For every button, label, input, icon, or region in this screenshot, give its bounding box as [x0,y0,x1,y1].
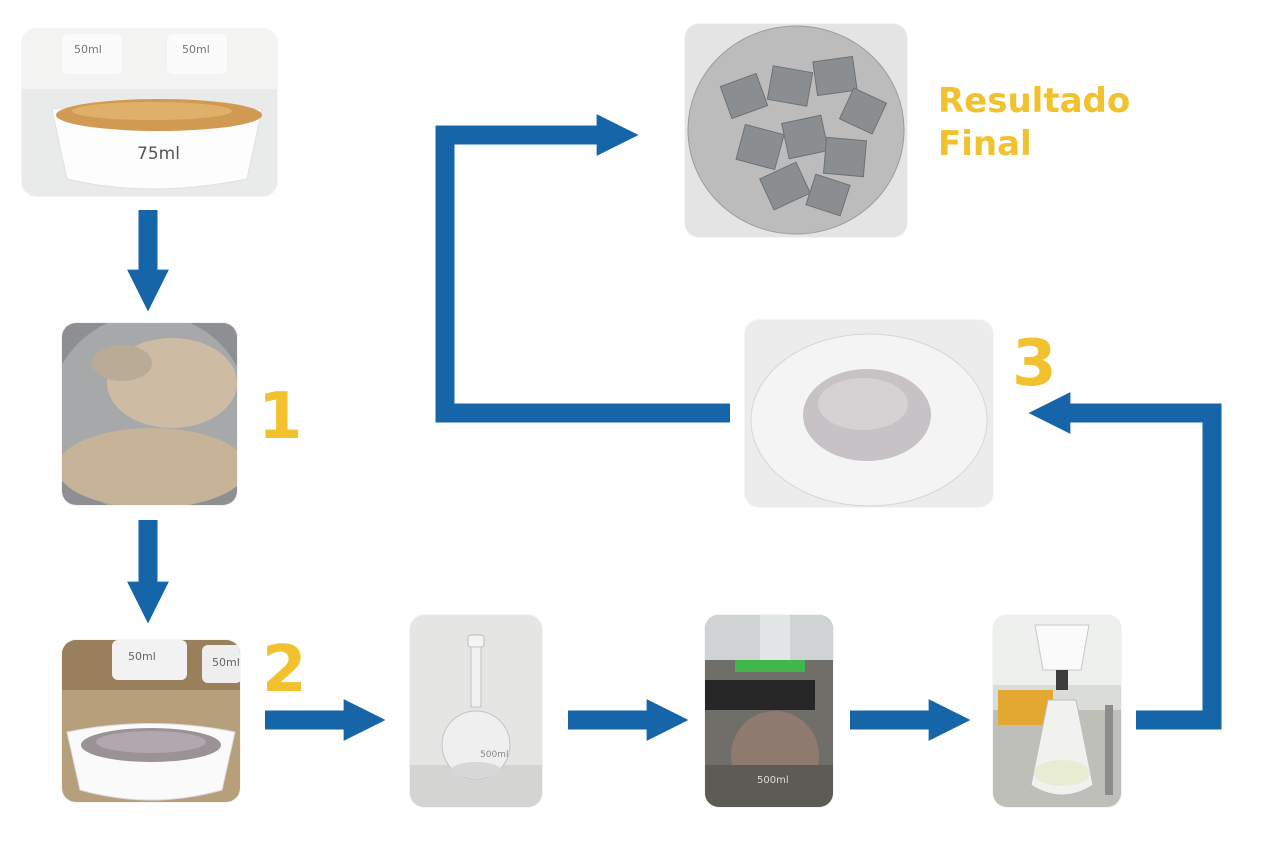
ash-crucible-bg-left-label: 50ml [128,650,156,663]
step-number-2: 2 [262,633,307,707]
final-result-line2: Final [938,123,1032,164]
ash-crucible-bg-right-label: 50ml [212,656,240,669]
final-result-line1: Resultado [938,81,1131,121]
photo-ground-husk-dish [62,323,237,505]
arrow-loop-to-step3 [1028,392,1222,730]
photo-white-powder-dish [745,320,993,507]
photo-volumetric-flask: 500ml [410,615,542,807]
photo-final-samples [685,24,907,237]
crucible-volume-label: 75ml [137,144,180,164]
beaker-volume-label: 500ml [757,775,789,786]
photo-filtration-setup [993,615,1121,807]
photo-heating-setup: 500ml [705,615,833,807]
crucible-bg-right-label: 50ml [182,43,210,56]
flask-volume-label: 500ml [480,750,508,760]
arrow-loop-to-final [435,114,730,423]
final-result-label: Resultado Final [938,80,1130,165]
photo-ash-crucible: 50ml 50ml [62,640,240,802]
step-number-1: 1 [258,380,303,454]
crucible-bg-left-label: 50ml [74,43,102,56]
step-number-3: 3 [1012,327,1057,401]
photo-rice-husk-crucible: 50ml 50ml 75ml [22,29,277,196]
